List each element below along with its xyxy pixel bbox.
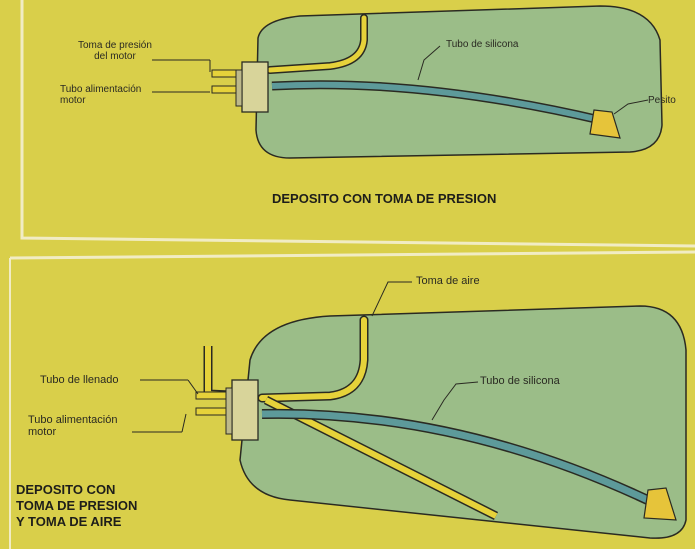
top-tank — [255, 5, 663, 159]
top-fitting — [241, 61, 269, 113]
label-top-weight: Pesito — [648, 95, 676, 106]
label-bottom-silicone-tube: Tubo de silicona — [480, 375, 560, 387]
top-weight — [589, 109, 621, 139]
label-top-pressure-tap: Toma de presión del motor — [78, 40, 152, 62]
top-panel-frame — [20, 0, 695, 248]
top-feed-nipple — [211, 85, 237, 94]
bottom-panel-title: DEPOSITO CON TOMA DE PRESION Y TOMA DE A… — [16, 482, 138, 529]
bottom-fitting — [231, 379, 259, 441]
leader-top-weight — [613, 99, 649, 115]
bottom-weight — [643, 487, 677, 521]
top-panel-title: DEPOSITO CON TOMA DE PRESION — [272, 191, 497, 206]
leader-top-silicone — [417, 45, 441, 81]
bottom-fill-nipple — [195, 391, 227, 400]
label-bottom-feed-tube: Tubo alimentación motor — [28, 414, 118, 438]
leader-bottom-silicone — [431, 381, 479, 421]
label-bottom-air-intake: Toma de aire — [416, 275, 480, 287]
label-top-silicone-tube: Tubo de silicona — [446, 39, 519, 50]
top-pressure-nipple — [211, 69, 237, 78]
leader-bottom-air — [371, 281, 412, 317]
label-top-feed-tube: Tubo alimentación motor — [60, 84, 142, 106]
bottom-feed-nipple — [195, 407, 227, 416]
label-bottom-fill-tube: Tubo de llenado — [40, 374, 119, 386]
bottom-tank — [239, 305, 687, 539]
bottom-panel-frame — [9, 250, 695, 260]
